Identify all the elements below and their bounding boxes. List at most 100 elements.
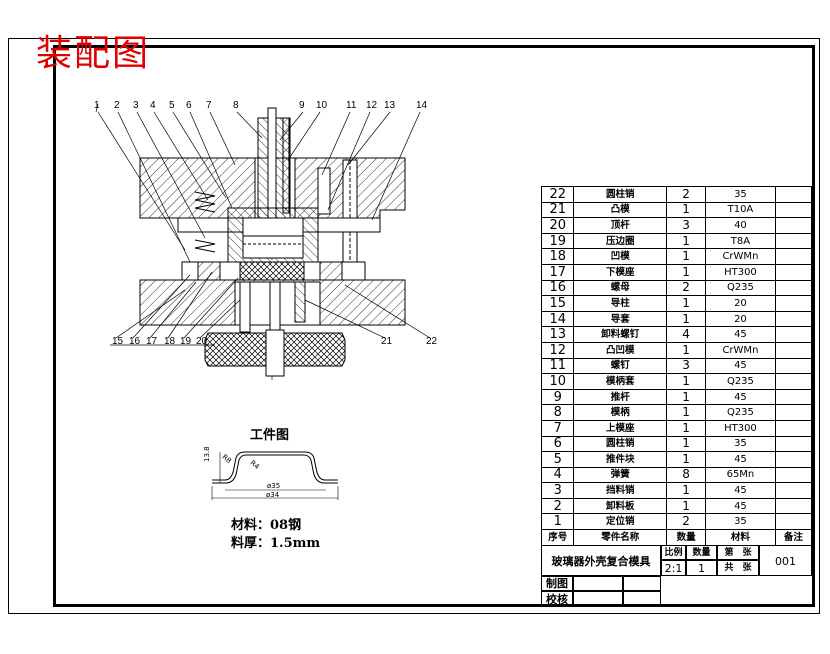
bom-cell-no: 9 (540, 388, 575, 406)
part-numbers: 1 2 3 4 5 6 7 8 9 10 11 12 13 14 15 16 1… (94, 100, 438, 347)
bom-cell-qty: 2 (666, 186, 707, 203)
bom-cell-note (774, 419, 813, 437)
bom-cell-no: 19 (540, 232, 575, 250)
bom-cell-note (774, 217, 813, 234)
bom-cell-name: 螺钉 (573, 357, 668, 375)
bom-cell-note (774, 263, 813, 281)
workpiece-title: 工件图 (250, 428, 290, 443)
bom-cell-material: Q235 (705, 404, 776, 421)
bom-cell-name: 顶杆 (573, 217, 668, 234)
bom-cell-qty: 1 (666, 310, 707, 328)
bom-cell-note (774, 295, 813, 312)
drawn-date-cell (623, 576, 661, 591)
bom-cell-note (774, 310, 813, 328)
rubber-cushion (204, 329, 346, 377)
bom-cell-no: 3 (540, 482, 575, 499)
bom-cell-note (774, 435, 813, 453)
bom-cell-name: 圆柱销 (573, 186, 668, 203)
bom-cell-note (774, 248, 813, 265)
checked-by-cell (573, 591, 623, 607)
bom-cell-qty: 1 (666, 248, 707, 265)
bom-cell-note (774, 279, 813, 297)
sheet-label: 第 张 (717, 545, 759, 560)
bom-cell-material: 35 (705, 186, 776, 203)
bom-header-qty: 数量 (666, 529, 707, 546)
bom-cell-qty: 1 (666, 497, 707, 515)
bom-cell-qty: 1 (666, 419, 707, 437)
bom-header-note: 备注 (774, 529, 813, 546)
workpiece-thickness: 料厚：1.5mm (231, 536, 321, 551)
bom-cell-qty: 1 (666, 263, 707, 281)
bom-cell-note (774, 466, 813, 484)
bom-cell-qty: 2 (666, 513, 707, 531)
part-number-12: 12 (366, 100, 378, 111)
bom-cell-material: Q235 (705, 373, 776, 390)
bom-cell-qty: 1 (666, 295, 707, 312)
bom-cell-no: 14 (540, 310, 575, 328)
part-number-11: 11 (346, 100, 357, 111)
bom-cell-material: 20 (705, 310, 776, 328)
bom-cell-no: 22 (540, 186, 575, 203)
bom-cell-no: 13 (540, 326, 575, 343)
part-number-22: 22 (426, 336, 438, 347)
bom-cell-note (774, 373, 813, 390)
drawn-by-label: 制图 (541, 576, 573, 591)
bom-cell-material: 45 (705, 497, 776, 515)
bom-cell-note (774, 497, 813, 515)
bom-cell-no: 4 (540, 466, 575, 484)
bom-cell-material: HT300 (705, 263, 776, 281)
bom-cell-name: 螺母 (573, 279, 668, 297)
part-number-3: 3 (133, 100, 139, 111)
bom-cell-material: T8A (705, 232, 776, 250)
part-number-13: 13 (384, 100, 396, 111)
bom-cell-no: 15 (540, 295, 575, 312)
part-number-20: 20 (196, 336, 208, 347)
qty-value: 1 (686, 560, 717, 576)
bom-cell-note (774, 404, 813, 421)
part-number-9: 9 (299, 100, 305, 111)
workpiece-dim-width: ø34 (266, 491, 280, 499)
bom-header-no: 序号 (540, 529, 575, 546)
workpiece-material: 材料：08钢 (231, 518, 302, 533)
bom-cell-name: 导柱 (573, 295, 668, 312)
bom-cell-no: 12 (540, 341, 575, 359)
outer-frame (8, 38, 820, 614)
workpiece-dim-height: 13.8 (203, 446, 211, 462)
bom-cell-name: 凸模 (573, 201, 668, 219)
bom-cell-name: 下模座 (573, 263, 668, 281)
bom-cell-name: 卸料板 (573, 497, 668, 515)
bom-cell-no: 17 (540, 263, 575, 281)
bom-cell-note (774, 232, 813, 250)
part-number-6: 6 (186, 100, 192, 111)
bom-cell-no: 18 (540, 248, 575, 265)
part-number-1: 1 (94, 100, 100, 111)
bom-cell-note (774, 482, 813, 499)
total-label: 共 张 (717, 560, 759, 576)
guide-bushing (317, 159, 358, 271)
scale-label: 比例 (661, 545, 686, 560)
bom-cell-material: 45 (705, 388, 776, 406)
bom-cell-note (774, 341, 813, 359)
drawn-by-cell (573, 576, 623, 591)
part-number-8: 8 (233, 100, 239, 111)
bom-cell-name: 挡料销 (573, 482, 668, 499)
part-number-4: 4 (150, 100, 156, 111)
part-number-19: 19 (180, 336, 192, 347)
bom-cell-no: 6 (540, 435, 575, 453)
spring-icon (194, 191, 216, 253)
bom-cell-material: HT300 (705, 419, 776, 437)
bom-cell-material: CrWMn (705, 341, 776, 359)
